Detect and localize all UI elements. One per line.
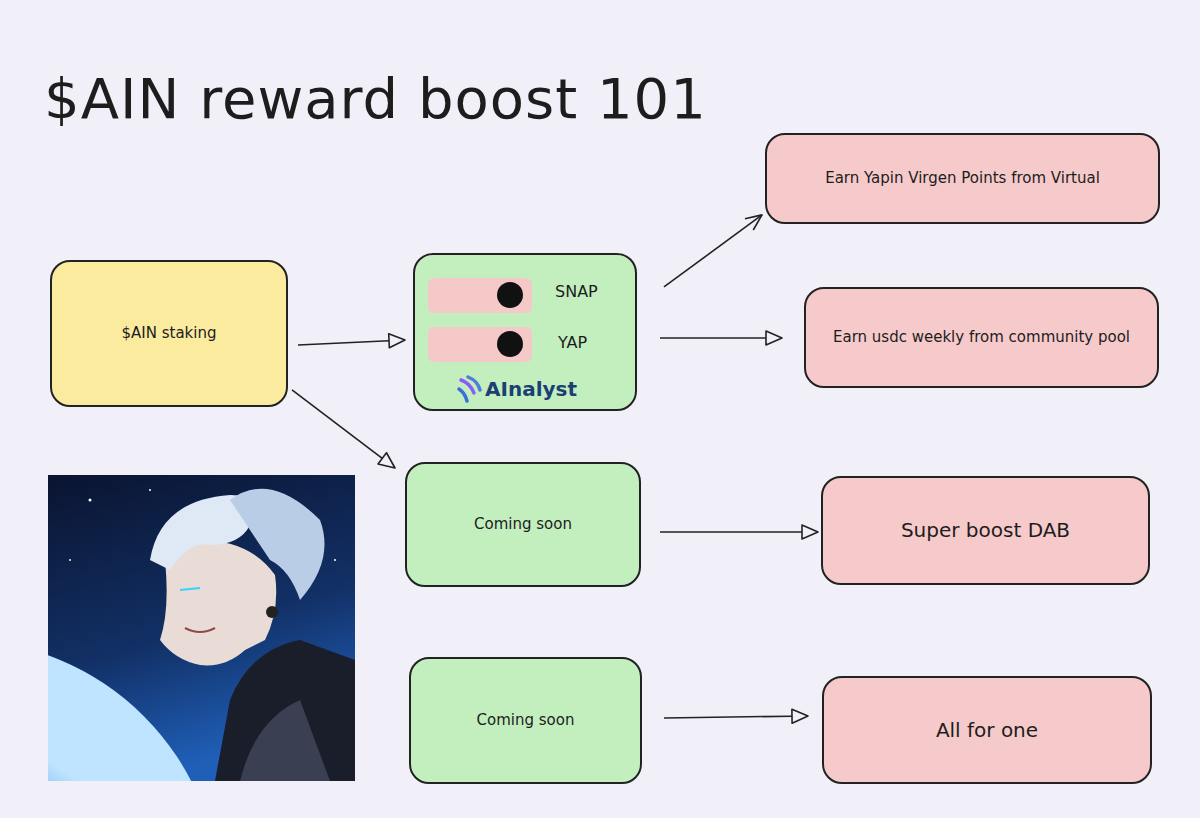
reward-box: Super boost DAB: [821, 476, 1150, 585]
toggle-panel: SNAP YAP AInalyst: [413, 253, 637, 411]
connector-line: [660, 531, 802, 533]
staking-box: $AIN staking: [50, 260, 288, 407]
character-illustration: [48, 475, 355, 781]
reward-box: All for one: [822, 676, 1152, 784]
arrow-connector: [664, 709, 808, 723]
connector-line: [664, 716, 792, 718]
arrow-connector: [664, 215, 762, 287]
node-label: Coming soon: [467, 711, 585, 730]
arrow-connector: [298, 334, 405, 348]
node-label: Coming soon: [464, 515, 582, 534]
node-label: All for one: [926, 718, 1048, 743]
reward-box: Earn usdc weekly from community pool: [804, 287, 1159, 388]
connector-line: [664, 215, 762, 287]
arrow-head: [389, 334, 405, 348]
arrow-connector: [292, 390, 395, 468]
connector-line: [660, 337, 766, 339]
placeholder-box: Coming soon: [409, 657, 642, 784]
node-label: $AIN staking: [112, 324, 227, 343]
placeholder-box: Coming soon: [405, 462, 641, 587]
node-label: Super boost DAB: [891, 518, 1080, 543]
node-label: YAP: [558, 333, 587, 353]
diagram-title: $AIN reward boost 101: [44, 66, 707, 131]
arrow-connector: [660, 331, 782, 345]
node-label: Earn Yapin Virgen Points from Virtual: [815, 169, 1110, 188]
arrow-head: [378, 453, 395, 468]
arrow-head: [802, 525, 818, 539]
arrow-connector: [660, 525, 818, 539]
node-label: AInalyst: [485, 377, 577, 402]
connector-line: [298, 341, 389, 345]
node-label: Earn usdc weekly from community pool: [823, 328, 1140, 347]
arrow-head: [745, 215, 762, 230]
node-label: SNAP: [555, 282, 598, 302]
arrow-head: [766, 331, 782, 345]
arrow-head: [792, 709, 808, 723]
connector-line: [292, 390, 382, 458]
reward-box: Earn Yapin Virgen Points from Virtual: [765, 133, 1160, 224]
